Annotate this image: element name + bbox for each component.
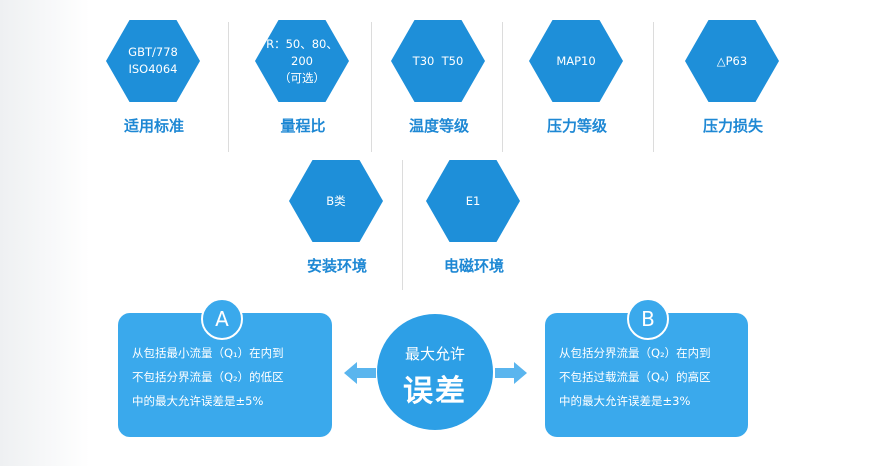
card-text: 从包括分界流量（Q₂）在内到 不包括过载流量（Q₄）的高区 中的最大允许误差是±…: [559, 341, 711, 413]
hexagon-badge: GBT/778 ISO4064: [106, 20, 200, 102]
card-line: 不包括过载流量（Q₄）的高区: [559, 370, 711, 384]
badge-a: A: [201, 298, 243, 340]
hex-text: （可选）: [278, 70, 325, 85]
card-line: 从包括最小流量（Q₁）在内到: [132, 346, 284, 360]
hex-text: △P63: [716, 53, 748, 68]
arrow-right-icon: [495, 362, 527, 384]
card-line: 中的最大允许误差是±5%: [132, 394, 264, 408]
hex-text: ISO4064: [128, 62, 178, 76]
card-line: 中的最大允许误差是±3%: [559, 394, 691, 408]
card-line: 不包括分界流量（Q₂）的低区: [132, 370, 284, 384]
hexagon-badge: R：50、80、 200 （可选）: [255, 20, 349, 102]
divider: [653, 22, 654, 152]
spec-label: 量程比: [280, 117, 326, 135]
hex-text: T30 T50: [412, 53, 464, 68]
center-heading: 误差: [403, 374, 467, 409]
divider: [371, 22, 372, 152]
hexagon-badge: T30 T50: [391, 20, 485, 102]
spec-label: 温度等级: [408, 117, 469, 135]
card-line: 从包括分界流量（Q₂）在内到: [559, 346, 711, 360]
arrow-left-icon: [344, 362, 376, 384]
center-title: 最大允许: [404, 345, 465, 363]
card-text: 从包括最小流量（Q₁）在内到 不包括分界流量（Q₂）的低区 中的最大允许误差是±…: [132, 341, 284, 413]
spec-label: 压力等级: [546, 117, 607, 135]
max-error-circle: 最大允许 误差: [377, 314, 493, 430]
hexagon-badge: E1: [426, 160, 520, 242]
divider: [502, 22, 503, 152]
divider: [402, 160, 403, 290]
spec-label: 压力损失: [702, 117, 763, 135]
spec-label: 适用标准: [123, 117, 184, 135]
spec-label: 电磁环境: [443, 257, 504, 275]
hex-text: 200: [291, 53, 313, 68]
hexagon-badge: △P63: [685, 20, 779, 102]
badge-b: B: [627, 298, 669, 340]
hex-text: GBT/778: [128, 45, 178, 59]
hexagon-badge: MAP10: [529, 20, 623, 102]
divider: [228, 22, 229, 152]
hexagon-badge: B类: [289, 160, 383, 242]
hex-text: B类: [326, 193, 346, 208]
hex-text: E1: [465, 193, 481, 208]
hex-text: R：50、80、: [266, 36, 338, 51]
hex-text: MAP10: [556, 53, 596, 68]
spec-label: 安装环境: [306, 257, 367, 275]
